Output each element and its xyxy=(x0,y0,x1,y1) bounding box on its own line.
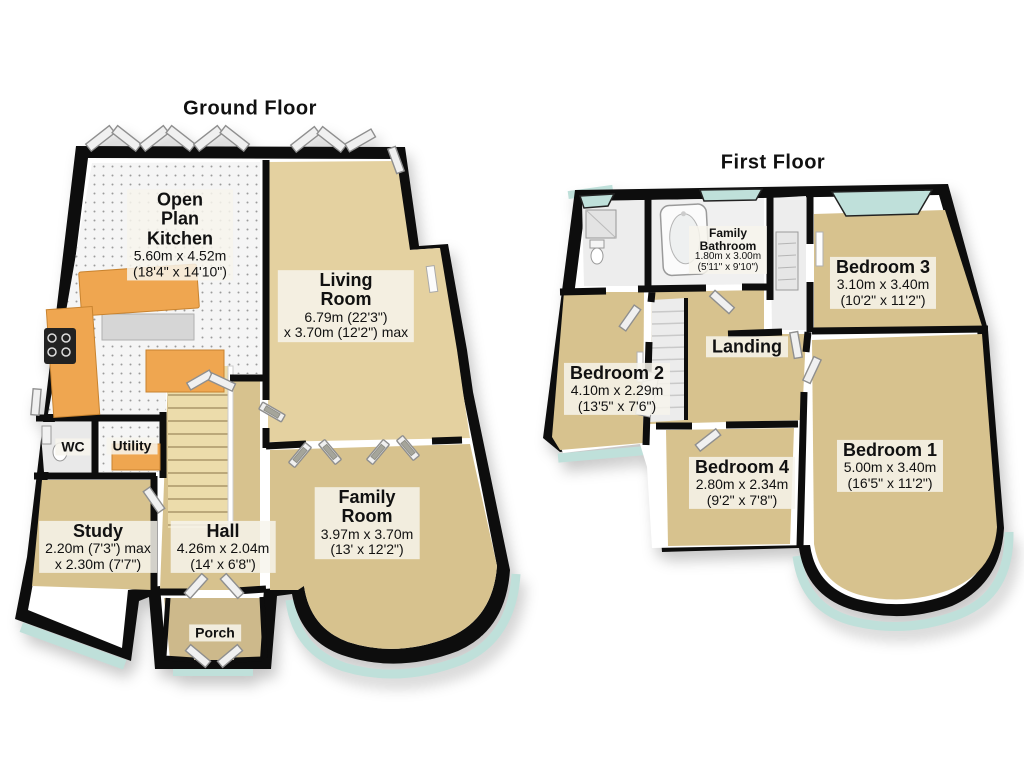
living-dims-line: x 3.70m (12'2") max xyxy=(283,324,409,341)
bedroom4-dims-line: 2.80m x 2.34m xyxy=(695,476,789,493)
bathroom-name-line: Bathroom xyxy=(699,238,757,253)
bathroom-dims-line: 1.80m x 3.00m xyxy=(694,251,762,263)
kitchen-label: Open Plan Kitchen 5.60m x 4.52m (18'4" x… xyxy=(127,189,233,281)
staircase xyxy=(168,365,234,531)
landing-name: Landing xyxy=(712,336,782,357)
porch-walls xyxy=(161,596,268,663)
first-internal-walls xyxy=(559,190,989,547)
bedroom3-name-line: Bedroom 3 xyxy=(835,256,931,277)
kitchen-name-line: Plan xyxy=(160,208,199,229)
kitchen-dims-line: 5.60m x 4.52m xyxy=(133,247,227,264)
utility-name: Utility xyxy=(112,437,152,454)
wc-name: WC xyxy=(61,438,85,455)
bedroom4-dims-line: (9'2" x 7'8") xyxy=(706,491,778,508)
hall-dims-line: (14' x 6'8") xyxy=(190,555,256,572)
bedroom2-name-line: Bedroom 2 xyxy=(569,362,665,383)
study-name-line: Study xyxy=(72,520,123,541)
bedroom2-dims-line: 4.10m x 2.29m xyxy=(570,382,664,399)
ground-floor-title: Ground Floor xyxy=(183,97,317,120)
living-dims-line: 6.79m (22'3") xyxy=(304,309,388,326)
bathroom-dims-line: (5'11" x 9'10") xyxy=(697,261,759,273)
bedroom1-name-line: Bedroom 1 xyxy=(842,439,938,460)
bedroom2-label: Bedroom 2 4.10m x 2.29m (13'5" x 7'6") xyxy=(563,362,671,416)
bathroom-label: Family Bathroom 1.80m x 3.00m (5'11" x 9… xyxy=(688,225,768,275)
radiator xyxy=(815,231,824,267)
kitchen-dims-line: (18'4" x 14'10") xyxy=(133,263,227,280)
living-name-line: Room xyxy=(320,289,372,310)
study-dims-line: 2.20m (7'3") max xyxy=(45,540,151,557)
bedroom4-name-line: Bedroom 4 xyxy=(694,456,790,477)
kitchen-name-line: Open xyxy=(156,189,203,210)
first-floor-title: First Floor xyxy=(720,151,826,174)
family-dims-line: (13' x 12'2") xyxy=(330,541,404,558)
bathroom-name-line: Family xyxy=(708,225,747,240)
living-room-label: Living Room 6.79m (22'3") x 3.70m (12'2"… xyxy=(277,270,415,342)
bedroom1-dims-line: 5.00m x 3.40m xyxy=(843,459,937,476)
family-name-line: Family xyxy=(338,487,396,508)
hall-dims-line: 4.26m x 2.04m xyxy=(176,540,270,557)
bedroom4-label: Bedroom 4 2.80m x 2.34m (9'2" x 7'8") xyxy=(688,456,796,510)
bedroom3-dims-line: 3.10m x 3.40m xyxy=(836,276,930,293)
wc-label: WC xyxy=(55,438,91,456)
landing-label: Landing xyxy=(706,336,788,358)
hob-icon xyxy=(44,328,76,364)
bedroom3-label: Bedroom 3 3.10m x 3.40m (10'2" x 11'2") xyxy=(829,256,937,310)
bedroom2-dims-line: (13'5" x 7'6") xyxy=(577,397,657,414)
family-dims-line: 3.97m x 3.70m xyxy=(320,526,414,543)
hall-label: Hall 4.26m x 2.04m (14' x 6'8") xyxy=(170,520,276,574)
bedroom3-dims-line: (10'2" x 11'2") xyxy=(840,291,926,308)
study-dims-line: x 2.30m (7'7") xyxy=(54,555,142,572)
ground-window-glass xyxy=(19,573,521,679)
utility-label: Utility xyxy=(106,437,158,455)
ground-floor-plan xyxy=(15,124,521,679)
family-room-label: Family Room 3.97m x 3.70m (13' x 12'2") xyxy=(314,487,420,559)
porch-name: Porch xyxy=(195,624,235,641)
kitchen-name-line: Kitchen xyxy=(146,228,213,249)
ensuite-fixtures xyxy=(585,209,617,265)
family-name-line: Room xyxy=(341,506,393,527)
porch-label: Porch xyxy=(189,624,241,642)
ground-doors xyxy=(30,124,420,669)
living-name-line: Living xyxy=(319,270,373,291)
bedroom1-dims-line: (16'5" x 11'2") xyxy=(847,474,933,491)
hall-name-line: Hall xyxy=(206,520,240,541)
bedroom1-label: Bedroom 1 5.00m x 3.40m (16'5" x 11'2") xyxy=(836,439,944,493)
study-label: Study 2.20m (7'3") max x 2.30m (7'7") xyxy=(39,520,157,574)
radiator xyxy=(425,265,439,293)
cupboard xyxy=(775,231,799,291)
first-inner-windows xyxy=(578,188,934,217)
